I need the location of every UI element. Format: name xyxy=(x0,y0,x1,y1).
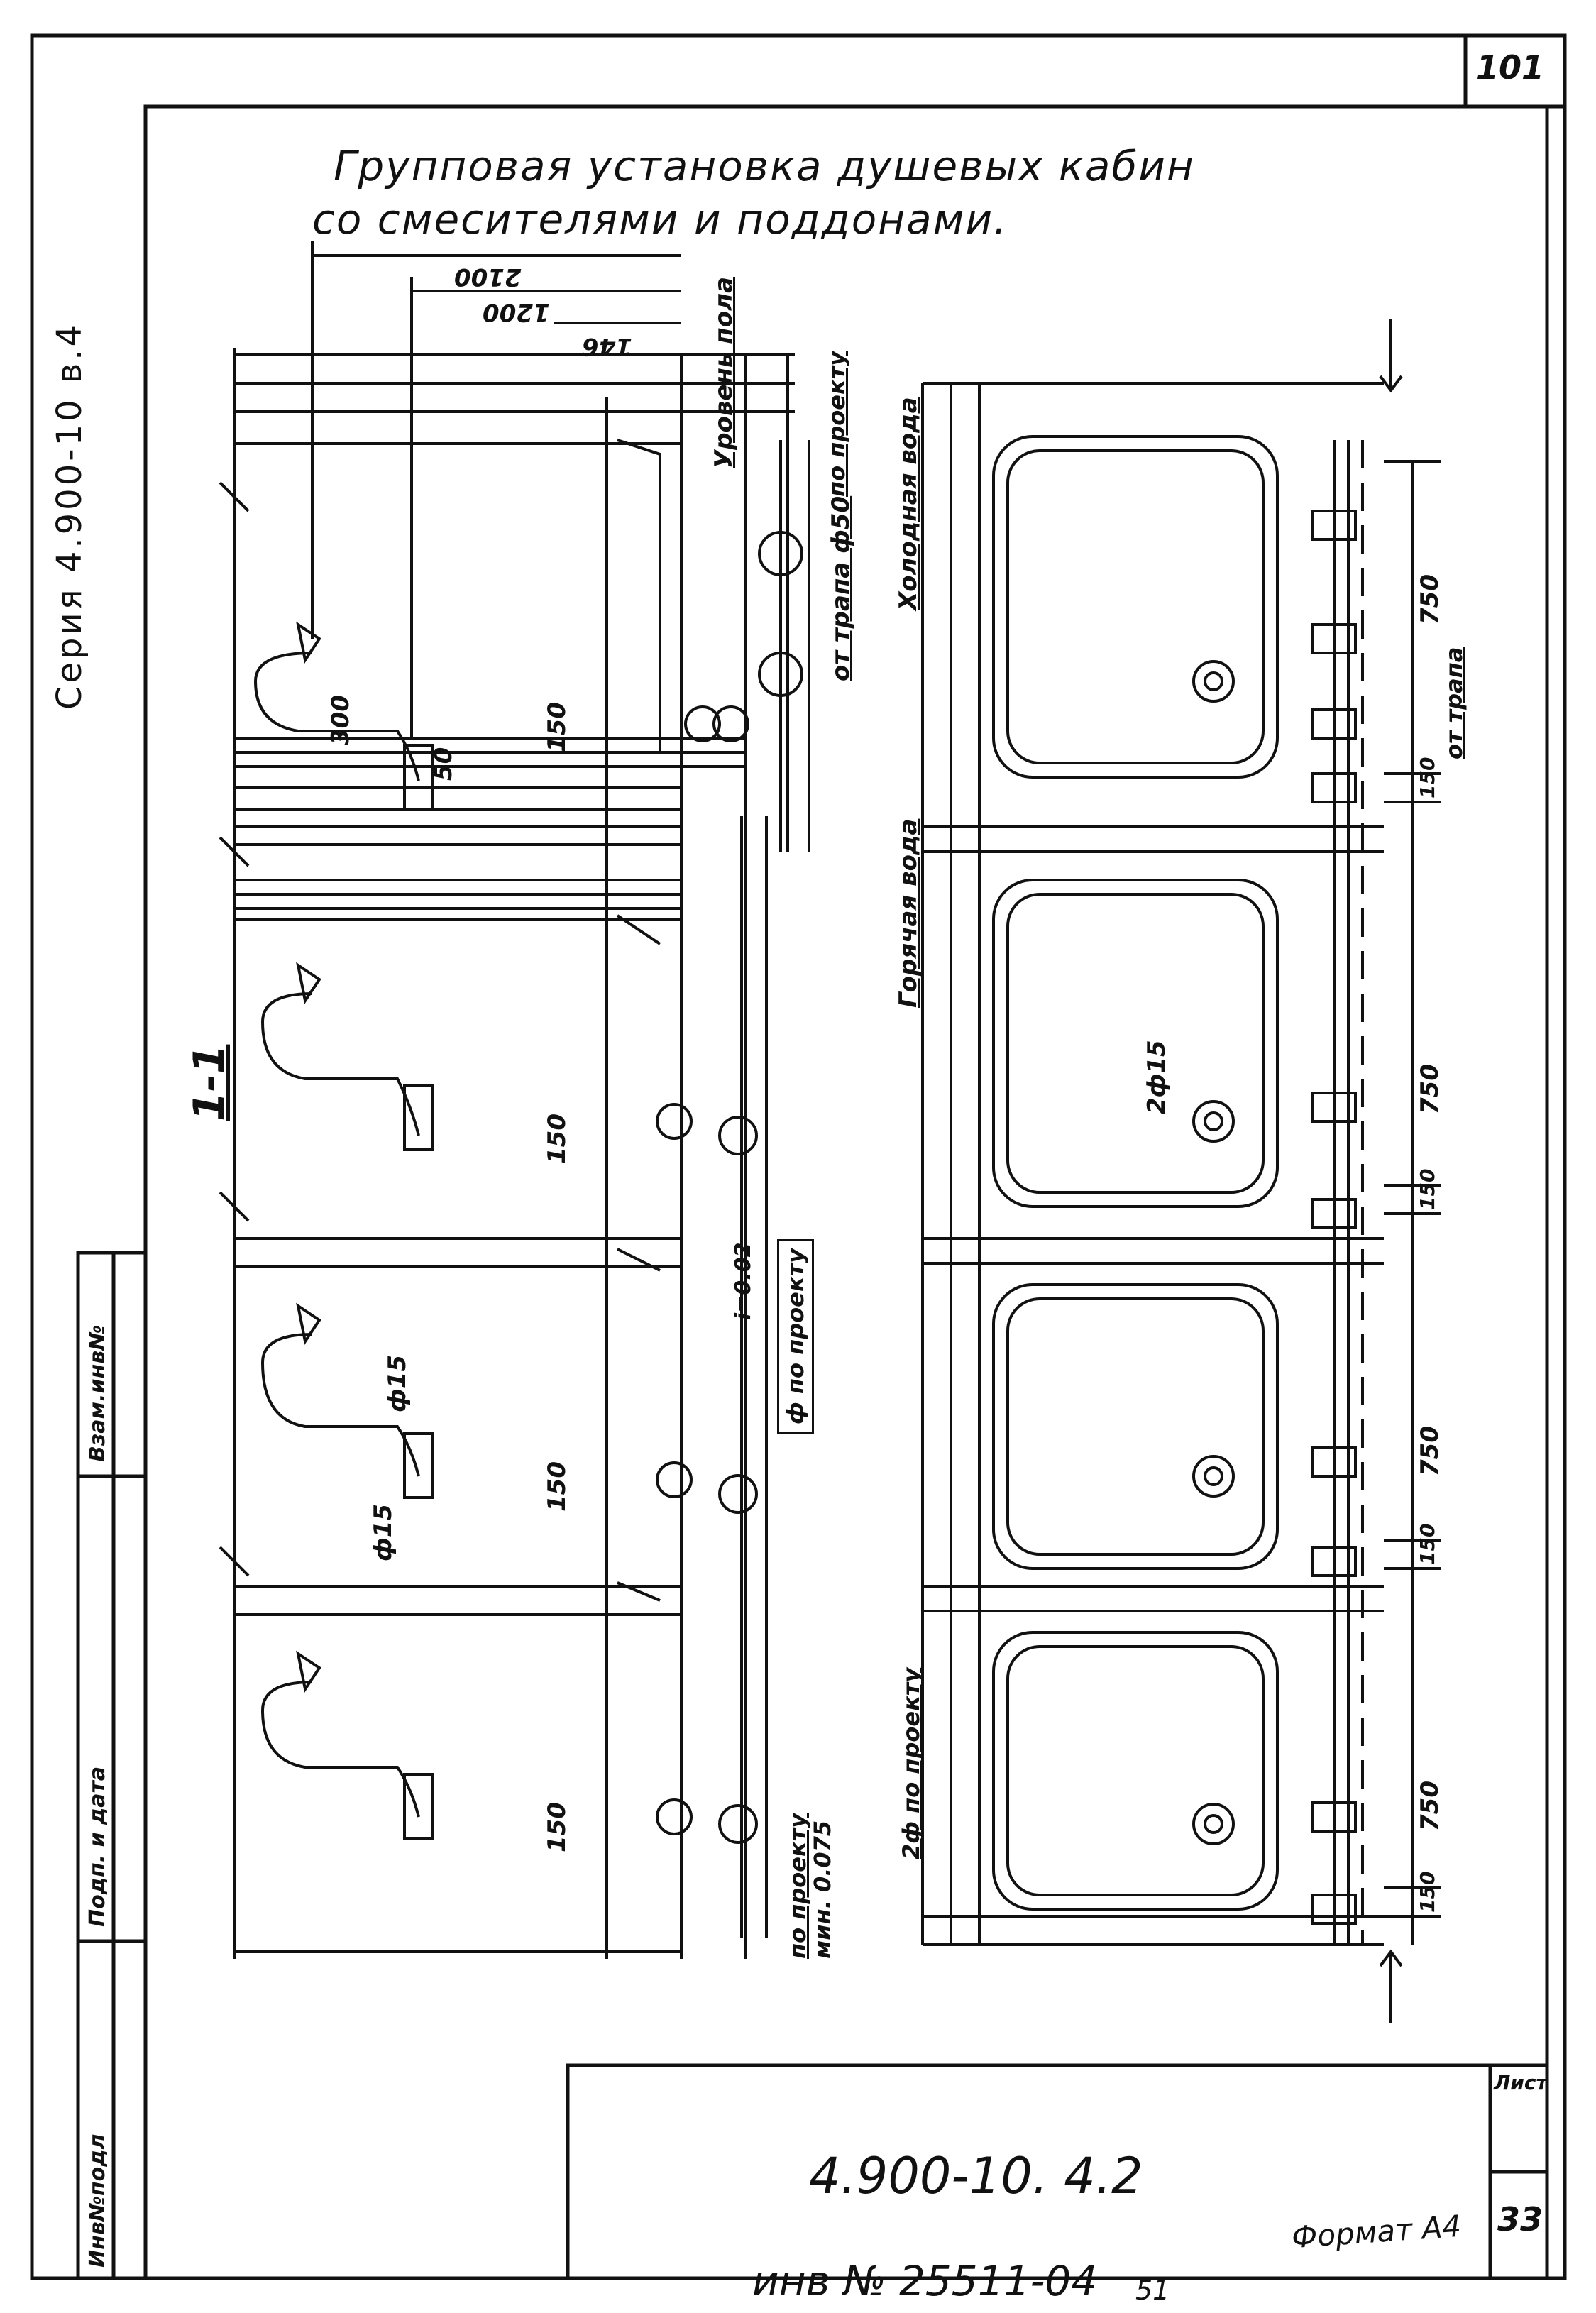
dim-750-c: 750 xyxy=(1416,1426,1444,1476)
from-trap-right-label: от трапа xyxy=(1441,647,1468,759)
min-slope-label: мин. 0.075 xyxy=(809,1820,836,1959)
sheet-number-top: 101 xyxy=(1476,48,1545,87)
dim-50: 50 xyxy=(429,747,458,781)
d-by-project-label: ф по проекту xyxy=(777,1239,814,1434)
title-line-2: со смесителями и поддонами. xyxy=(312,195,1008,243)
two-d-by-project-label: 2ф по проекту xyxy=(898,1667,925,1859)
from-trap-50-label: от трапа ф50 xyxy=(827,495,855,681)
section-elevation xyxy=(219,241,810,1959)
dim-150-p2: 150 xyxy=(1416,1168,1439,1210)
hot-water-label: Горячая вода xyxy=(894,818,923,1008)
inventory-number: инв № 25511-04 xyxy=(752,2257,1098,2305)
dim-2100: 2100 xyxy=(454,263,522,291)
sheet-number: 33 xyxy=(1497,2200,1543,2238)
sheet-word: Лист xyxy=(1494,2071,1548,2094)
dim-150-a: 150 xyxy=(543,702,571,752)
dim-750-a: 750 xyxy=(1416,574,1444,625)
dim-300: 300 xyxy=(326,695,355,745)
stamp-inv-label: Инв№подл xyxy=(85,2133,110,2268)
footer-small-number: 51 xyxy=(1135,2275,1170,2306)
dim-150-d: 150 xyxy=(543,1802,571,1852)
stamp-replace-label: Взам.инв№ xyxy=(85,1324,110,1462)
dim-150-p4: 150 xyxy=(1416,1871,1439,1913)
plan-view xyxy=(921,319,1441,2023)
stamp-sign-date-label: Подп. и дата xyxy=(85,1766,110,1927)
slope-i-label: i=0.02 xyxy=(731,1242,756,1320)
side-stamp-grid xyxy=(76,1251,148,2280)
d15-label-b: ф15 xyxy=(369,1503,397,1561)
two-d15-label: 2ф15 xyxy=(1143,1040,1171,1114)
dim-750-b: 750 xyxy=(1416,1064,1444,1114)
dim-750-d: 750 xyxy=(1416,1781,1444,1831)
title-line-1: Групповая установка душевых кабин xyxy=(334,142,1195,190)
floor-level-label: Уровень пола xyxy=(710,276,738,468)
title-block-frame xyxy=(566,2063,1549,2280)
series-label: Серия 4.900-10 в.4 xyxy=(50,322,89,710)
by-project-top-label: по проекту xyxy=(823,351,850,497)
dim-150-b: 150 xyxy=(543,1114,571,1164)
section-label: 1-1 xyxy=(185,1044,234,1121)
dim-150-p3: 150 xyxy=(1416,1523,1439,1565)
dim-150-c: 150 xyxy=(543,1461,571,1512)
sheet-number-top-box xyxy=(1463,33,1567,109)
dim-146: 146 xyxy=(582,332,632,361)
doc-code: 4.900-10. 4.2 xyxy=(809,2147,1143,2205)
cold-water-label: Холодная вода xyxy=(894,397,923,610)
d15-label-a: ф15 xyxy=(383,1354,412,1412)
dim-150-p1: 150 xyxy=(1416,757,1439,798)
by-project-slope-label: по проекту xyxy=(784,1813,811,1959)
dim-1200: 1200 xyxy=(483,298,550,326)
